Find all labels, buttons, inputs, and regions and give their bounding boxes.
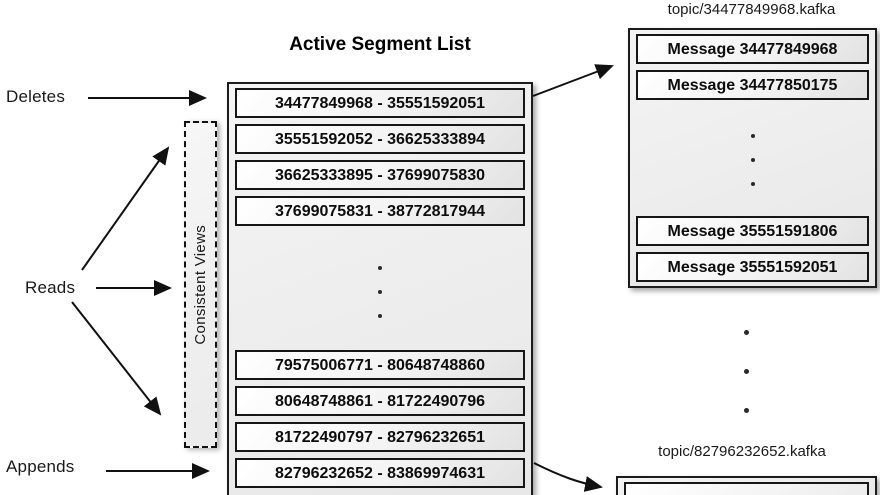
segment-row: 82796232652 - 83869974631: [235, 458, 525, 488]
segment-list-box: 34477849968 - 35551592051 35551592052 - …: [227, 82, 533, 495]
message-row: Message 35551591806: [636, 216, 869, 246]
top-file-box: Message 34477849968 Message 34477850175 …: [628, 28, 877, 288]
segment-row: 80648748861 - 81722490796: [235, 386, 525, 416]
segment-row: 81722490797 - 82796232651: [235, 422, 525, 452]
ellipsis-dots: [744, 330, 749, 413]
appends-label: Appends: [6, 457, 75, 476]
message-row: Message 34477850175: [636, 70, 869, 100]
top-file-title: topic/34477849968.kafka: [667, 1, 836, 18]
bottom-file-title: topic/82796232652.kafka: [658, 443, 826, 460]
message-row: Message 34477849968: [636, 34, 869, 64]
bottom-file-box: [616, 476, 877, 495]
segment-row: 34477849968 - 35551592051: [235, 88, 525, 118]
consistent-views-box: Consistent Views: [184, 121, 217, 448]
consistent-views-label: Consistent Views: [192, 224, 209, 345]
segment-to-bottom-file-arrow: [533, 462, 603, 492]
reads-arrow-down: [71, 301, 162, 416]
ellipsis-dots: [636, 106, 869, 210]
deletes-label: Deletes: [6, 87, 66, 106]
reads-arrow-up: [81, 146, 170, 271]
message-row-partial: [624, 482, 869, 495]
message-row: Message 35551592051: [636, 252, 869, 282]
segment-row: 36625333895 - 37699075830: [235, 160, 525, 190]
segment-row: 35551592052 - 36625333894: [235, 124, 525, 154]
segment-row: 79575006771 - 80648748860: [235, 350, 525, 380]
reads-label: Reads: [25, 278, 76, 297]
segment-row: 37699075831 - 38772817944: [235, 196, 525, 226]
segment-to-top-file-arrow: [532, 64, 614, 97]
segment-list-title: Active Segment List: [289, 34, 471, 55]
ellipsis-dots: [235, 232, 525, 344]
